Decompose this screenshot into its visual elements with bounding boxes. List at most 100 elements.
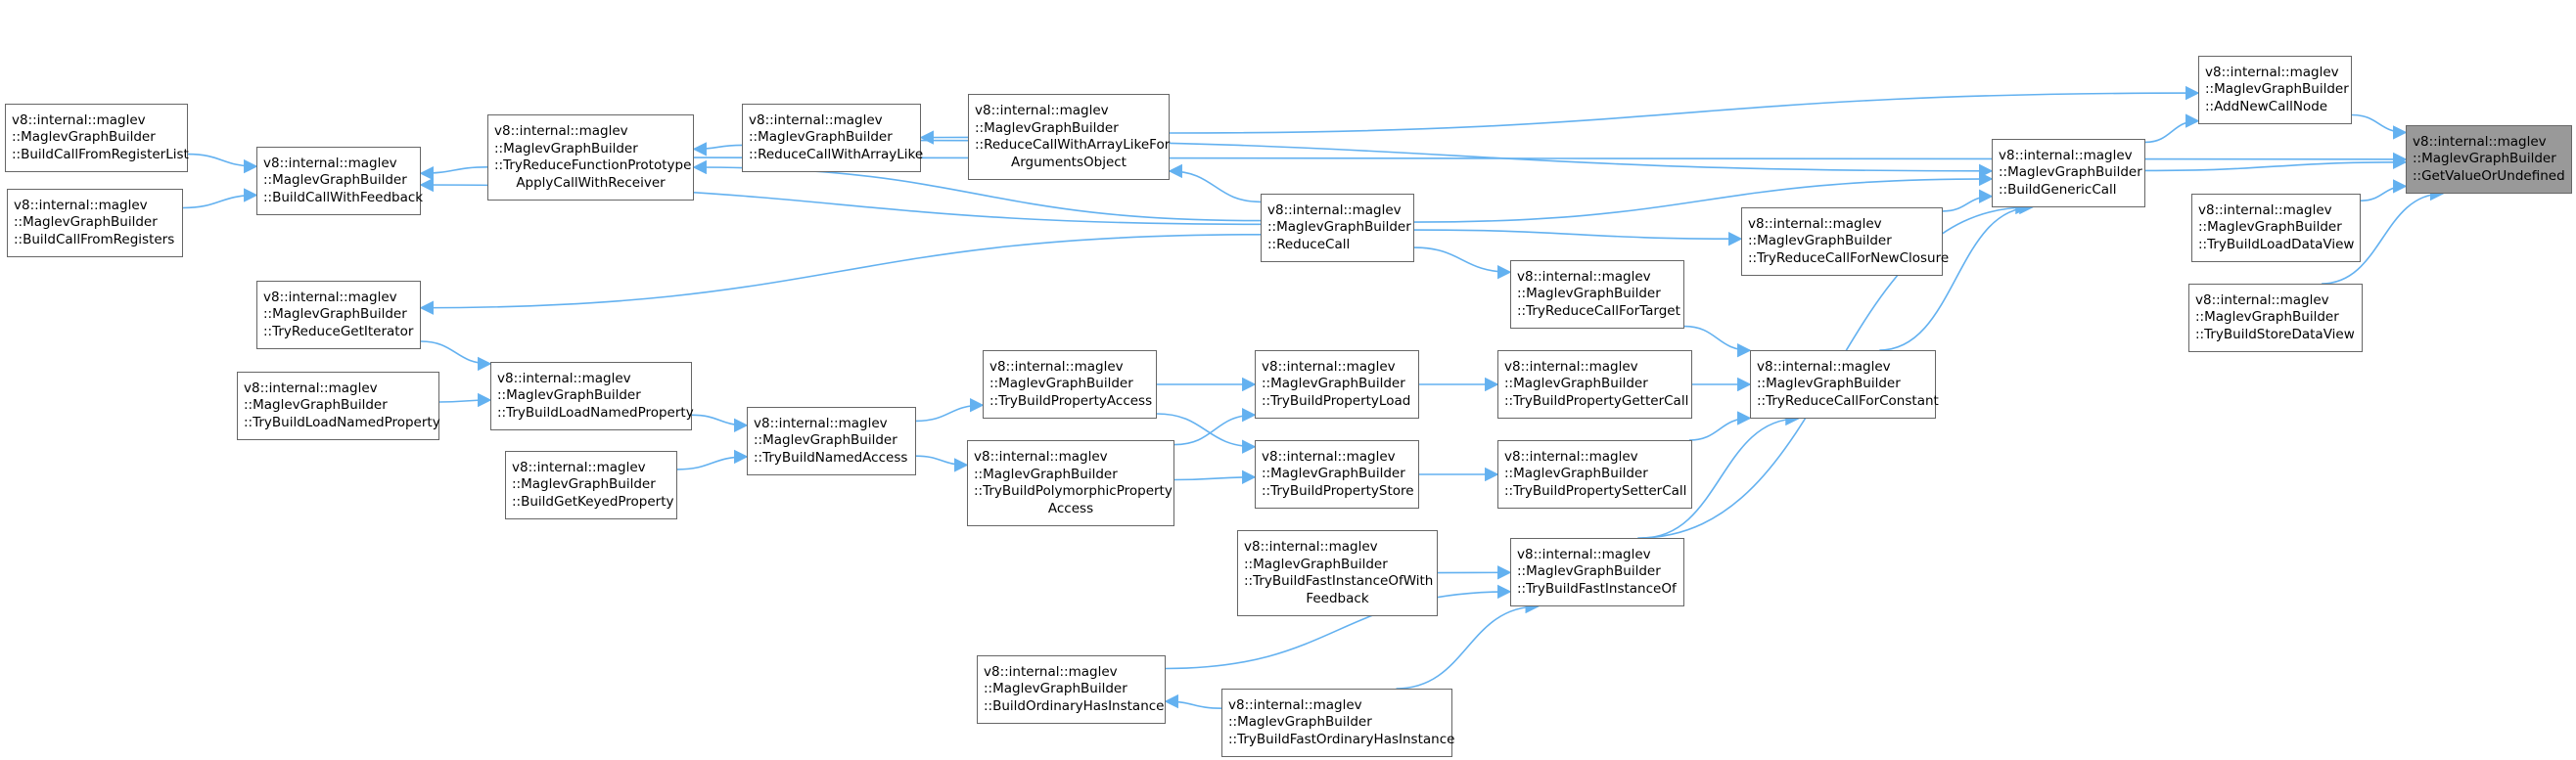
node-try-build-store-data-view[interactable]: v8::internal::maglev ::MaglevGraphBuilde… xyxy=(2188,284,2363,352)
node-line: ::TryReduceCallForNewClosure xyxy=(1748,249,1950,266)
node-line: Feedback xyxy=(1306,590,1369,606)
node-build-ordinary-has-instance[interactable]: v8::internal::maglev ::MaglevGraphBuilde… xyxy=(977,655,1166,724)
node-line: ::MaglevGraphBuilder xyxy=(1504,376,1648,392)
node-try-build-polymorphic-property-access[interactable]: v8::internal::maglev ::MaglevGraphBuilde… xyxy=(967,440,1174,526)
node-try-build-load-data-view[interactable]: v8::internal::maglev ::MaglevGraphBuilde… xyxy=(2191,194,2361,262)
node-line: ::MaglevGraphBuilder xyxy=(1262,376,1405,392)
edge-tryReduceCallForConstant-to-buildGenericCall xyxy=(1879,200,2034,351)
node-line: ArgumentsObject xyxy=(1011,154,1127,170)
node-line: v8::internal::maglev xyxy=(1228,696,1362,713)
edge-buildGenericCall-to-getValueOrUndefined xyxy=(2144,155,2408,172)
node-line: ::MaglevGraphBuilder xyxy=(1504,466,1648,482)
edge-tryBuildFastOrdinaryHasInstance-to-buildOrdinaryHasInstance xyxy=(1164,693,1222,709)
node-build-call-with-feedback[interactable]: v8::internal::maglev ::MaglevGraphBuilde… xyxy=(256,147,424,215)
node-build-call-from-registers[interactable]: v8::internal::maglev ::MaglevGraphBuilde… xyxy=(7,189,183,257)
node-try-build-fast-instance-of-with-feedback[interactable]: v8::internal::maglev ::MaglevGraphBuilde… xyxy=(1237,530,1438,616)
edge-tryBuildPolymorphicPropertyAccess-to-tryBuildPropertyStore xyxy=(1173,469,1257,485)
node-line: v8::internal::maglev xyxy=(244,380,378,396)
node-line: ::ReduceCallWithArrayLike xyxy=(749,146,924,162)
node-line: ::BuildOrdinaryHasInstance xyxy=(984,697,1165,714)
node-line: ::MaglevGraphBuilder xyxy=(975,119,1119,136)
node-reduce-call-with-array-like[interactable]: v8::internal::maglev ::MaglevGraphBuilde… xyxy=(742,104,924,172)
edge-tryReduceFunctionPrototypeApply-to-buildCallWithFeedback xyxy=(419,165,488,181)
node-try-build-fast-ordinary-has-instance[interactable]: v8::internal::maglev ::MaglevGraphBuilde… xyxy=(1221,689,1454,757)
node-try-build-property-getter-call[interactable]: v8::internal::maglev ::MaglevGraphBuilde… xyxy=(1497,350,1692,419)
node-line: ::MaglevGraphBuilder xyxy=(2195,309,2339,326)
node-line: ::MaglevGraphBuilder xyxy=(263,306,407,323)
node-line: ::TryBuildPropertyGetterCall xyxy=(1504,392,1689,409)
node-line: ::TryBuildPolymorphicProperty xyxy=(974,483,1173,499)
edge-tryBuildPolymorphicPropertyAccess-to-tryBuildPropertyLoad xyxy=(1173,408,1257,446)
edge-tryReduceCallForNewClosure-to-buildGenericCall xyxy=(1942,189,1994,212)
edge-buildGenericCall-to-addNewCallNode xyxy=(2144,113,2200,144)
node-try-reduce-function-prototype-apply[interactable]: v8::internal::maglev ::MaglevGraphBuilde… xyxy=(487,114,694,201)
node-line: ::TryReduceGetIterator xyxy=(263,323,414,339)
edge-tryBuildLoadDataView-to-getValueOrUndefined xyxy=(2360,179,2408,201)
node-line: ::TryReduceCallForConstant xyxy=(1757,392,1939,409)
node-line: ::MaglevGraphBuilder xyxy=(12,129,156,146)
edge-reduceCall-to-tryReduceCallForTarget xyxy=(1413,246,1512,280)
node-line: ::TryBuildFastInstanceOfWith xyxy=(1244,573,1434,589)
node-line: ::MaglevGraphBuilder xyxy=(1999,164,2142,181)
node-get-value-or-undefined[interactable]: v8::internal::maglev ::MaglevGraphBuilde… xyxy=(2406,125,2572,194)
node-line: v8::internal::maglev xyxy=(1517,268,1651,285)
edge-buildCallFromRegisterList-to-buildCallWithFeedback xyxy=(187,153,258,174)
node-line: ::MaglevGraphBuilder xyxy=(1517,286,1661,302)
edge-tryBuildPropertySetterCall-to-tryReduceCallForConstant xyxy=(1688,411,1752,441)
node-try-build-property-store[interactable]: v8::internal::maglev ::MaglevGraphBuilde… xyxy=(1255,440,1419,509)
edge-buildCallFromRegisters-to-buildCallWithFeedback xyxy=(182,188,258,209)
node-try-build-property-access[interactable]: v8::internal::maglev ::MaglevGraphBuilde… xyxy=(983,350,1157,419)
node-reduce-call[interactable]: v8::internal::maglev ::MaglevGraphBuilde… xyxy=(1261,194,1414,262)
node-try-build-named-access[interactable]: v8::internal::maglev ::MaglevGraphBuilde… xyxy=(747,407,916,475)
node-line: v8::internal::maglev xyxy=(1504,448,1638,465)
node-try-reduce-call-for-target[interactable]: v8::internal::maglev ::MaglevGraphBuilde… xyxy=(1510,260,1684,329)
node-line: ::MaglevGraphBuilder xyxy=(1267,219,1411,236)
node-line: v8::internal::maglev xyxy=(263,289,397,305)
node-try-reduce-call-for-new-closure[interactable]: v8::internal::maglev ::MaglevGraphBuilde… xyxy=(1741,207,1950,276)
node-line: ::TryReduceFunctionPrototype xyxy=(494,157,692,173)
node-line: ::MaglevGraphBuilder xyxy=(754,432,897,449)
node-reduce-call-with-array-like-for-arguments-object[interactable]: v8::internal::maglev ::MaglevGraphBuilde… xyxy=(968,94,1170,180)
node-line: v8::internal::maglev xyxy=(1517,546,1651,562)
node-build-generic-call[interactable]: v8::internal::maglev ::MaglevGraphBuilde… xyxy=(1992,139,2145,207)
node-line: v8::internal::maglev xyxy=(1244,539,1378,555)
node-try-build-load-named-property[interactable]: v8::internal::maglev ::MaglevGraphBuilde… xyxy=(490,362,694,430)
node-build-get-keyed-property[interactable]: v8::internal::maglev ::MaglevGraphBuilde… xyxy=(505,451,677,519)
node-try-build-property-setter-call[interactable]: v8::internal::maglev ::MaglevGraphBuilde… xyxy=(1497,440,1692,509)
node-line: ::TryBuildPropertyLoad xyxy=(1262,392,1411,409)
node-line: v8::internal::maglev xyxy=(749,112,883,128)
node-line: ::MaglevGraphBuilder xyxy=(1748,233,1892,249)
edge-tryBuildFastOrdinaryHasInstance-to-tryBuildFastInstanceOf xyxy=(1396,599,1540,690)
node-add-new-call-node[interactable]: v8::internal::maglev ::MaglevGraphBuilde… xyxy=(2198,56,2352,124)
node-try-reduce-call-for-constant[interactable]: v8::internal::maglev ::MaglevGraphBuilde… xyxy=(1750,350,1939,419)
node-try-build-property-load[interactable]: v8::internal::maglev ::MaglevGraphBuilde… xyxy=(1255,350,1419,419)
node-line: ::MaglevGraphBuilder xyxy=(1244,556,1388,572)
node-line: ::MaglevGraphBuilder xyxy=(984,681,1127,697)
node-line: ::TryBuildLoadNamedProperty xyxy=(244,414,440,430)
node-line: ::TryBuildPropertySetterCall xyxy=(1504,482,1687,499)
node-line: ::TryBuildStoreDataView xyxy=(2195,326,2355,342)
node-try-build-load-named-property-caller[interactable]: v8::internal::maglev ::MaglevGraphBuilde… xyxy=(237,372,440,440)
node-line: v8::internal::maglev xyxy=(512,459,646,475)
node-line: v8::internal::maglev xyxy=(2205,64,2339,80)
node-line: ::MaglevGraphBuilder xyxy=(2413,151,2556,167)
node-line: ::TryReduceCallForTarget xyxy=(1517,302,1680,319)
node-line: v8::internal::maglev xyxy=(1262,448,1396,465)
node-line: ::MaglevGraphBuilder xyxy=(749,129,893,146)
edge-buildGetKeyedProperty-to-tryBuildNamedAccess xyxy=(676,449,749,470)
node-try-reduce-get-iterator[interactable]: v8::internal::maglev ::MaglevGraphBuilde… xyxy=(256,281,421,349)
node-line: ::MaglevGraphBuilder xyxy=(974,466,1118,482)
edge-reduceCallWithArrayLikeForArgs-to-addNewCallNode xyxy=(1169,85,2200,134)
node-try-build-fast-instance-of[interactable]: v8::internal::maglev ::MaglevGraphBuilde… xyxy=(1510,538,1684,606)
edge-tryBuildLoadNamedPropertyOuter-to-tryBuildLoadNamedProperty xyxy=(438,392,492,408)
node-line: ::MaglevGraphBuilder xyxy=(244,397,388,414)
node-line: ::BuildCallWithFeedback xyxy=(263,189,424,205)
node-line: ::MaglevGraphBuilder xyxy=(263,172,407,189)
node-line: v8::internal::maglev xyxy=(1267,201,1402,218)
node-build-call-from-register-list[interactable]: v8::internal::maglev ::MaglevGraphBuilde… xyxy=(5,104,189,172)
node-line: ApplyCallWithReceiver xyxy=(516,174,666,191)
node-line: ::MaglevGraphBuilder xyxy=(989,376,1133,392)
edge-tryReduceCallForTarget-to-tryReduceCallForConstant xyxy=(1683,325,1752,358)
node-line: ::MaglevGraphBuilder xyxy=(2205,81,2349,98)
edge-buildOrdinaryHasInstance-to-tryBuildFastInstanceOf xyxy=(1165,584,1512,670)
